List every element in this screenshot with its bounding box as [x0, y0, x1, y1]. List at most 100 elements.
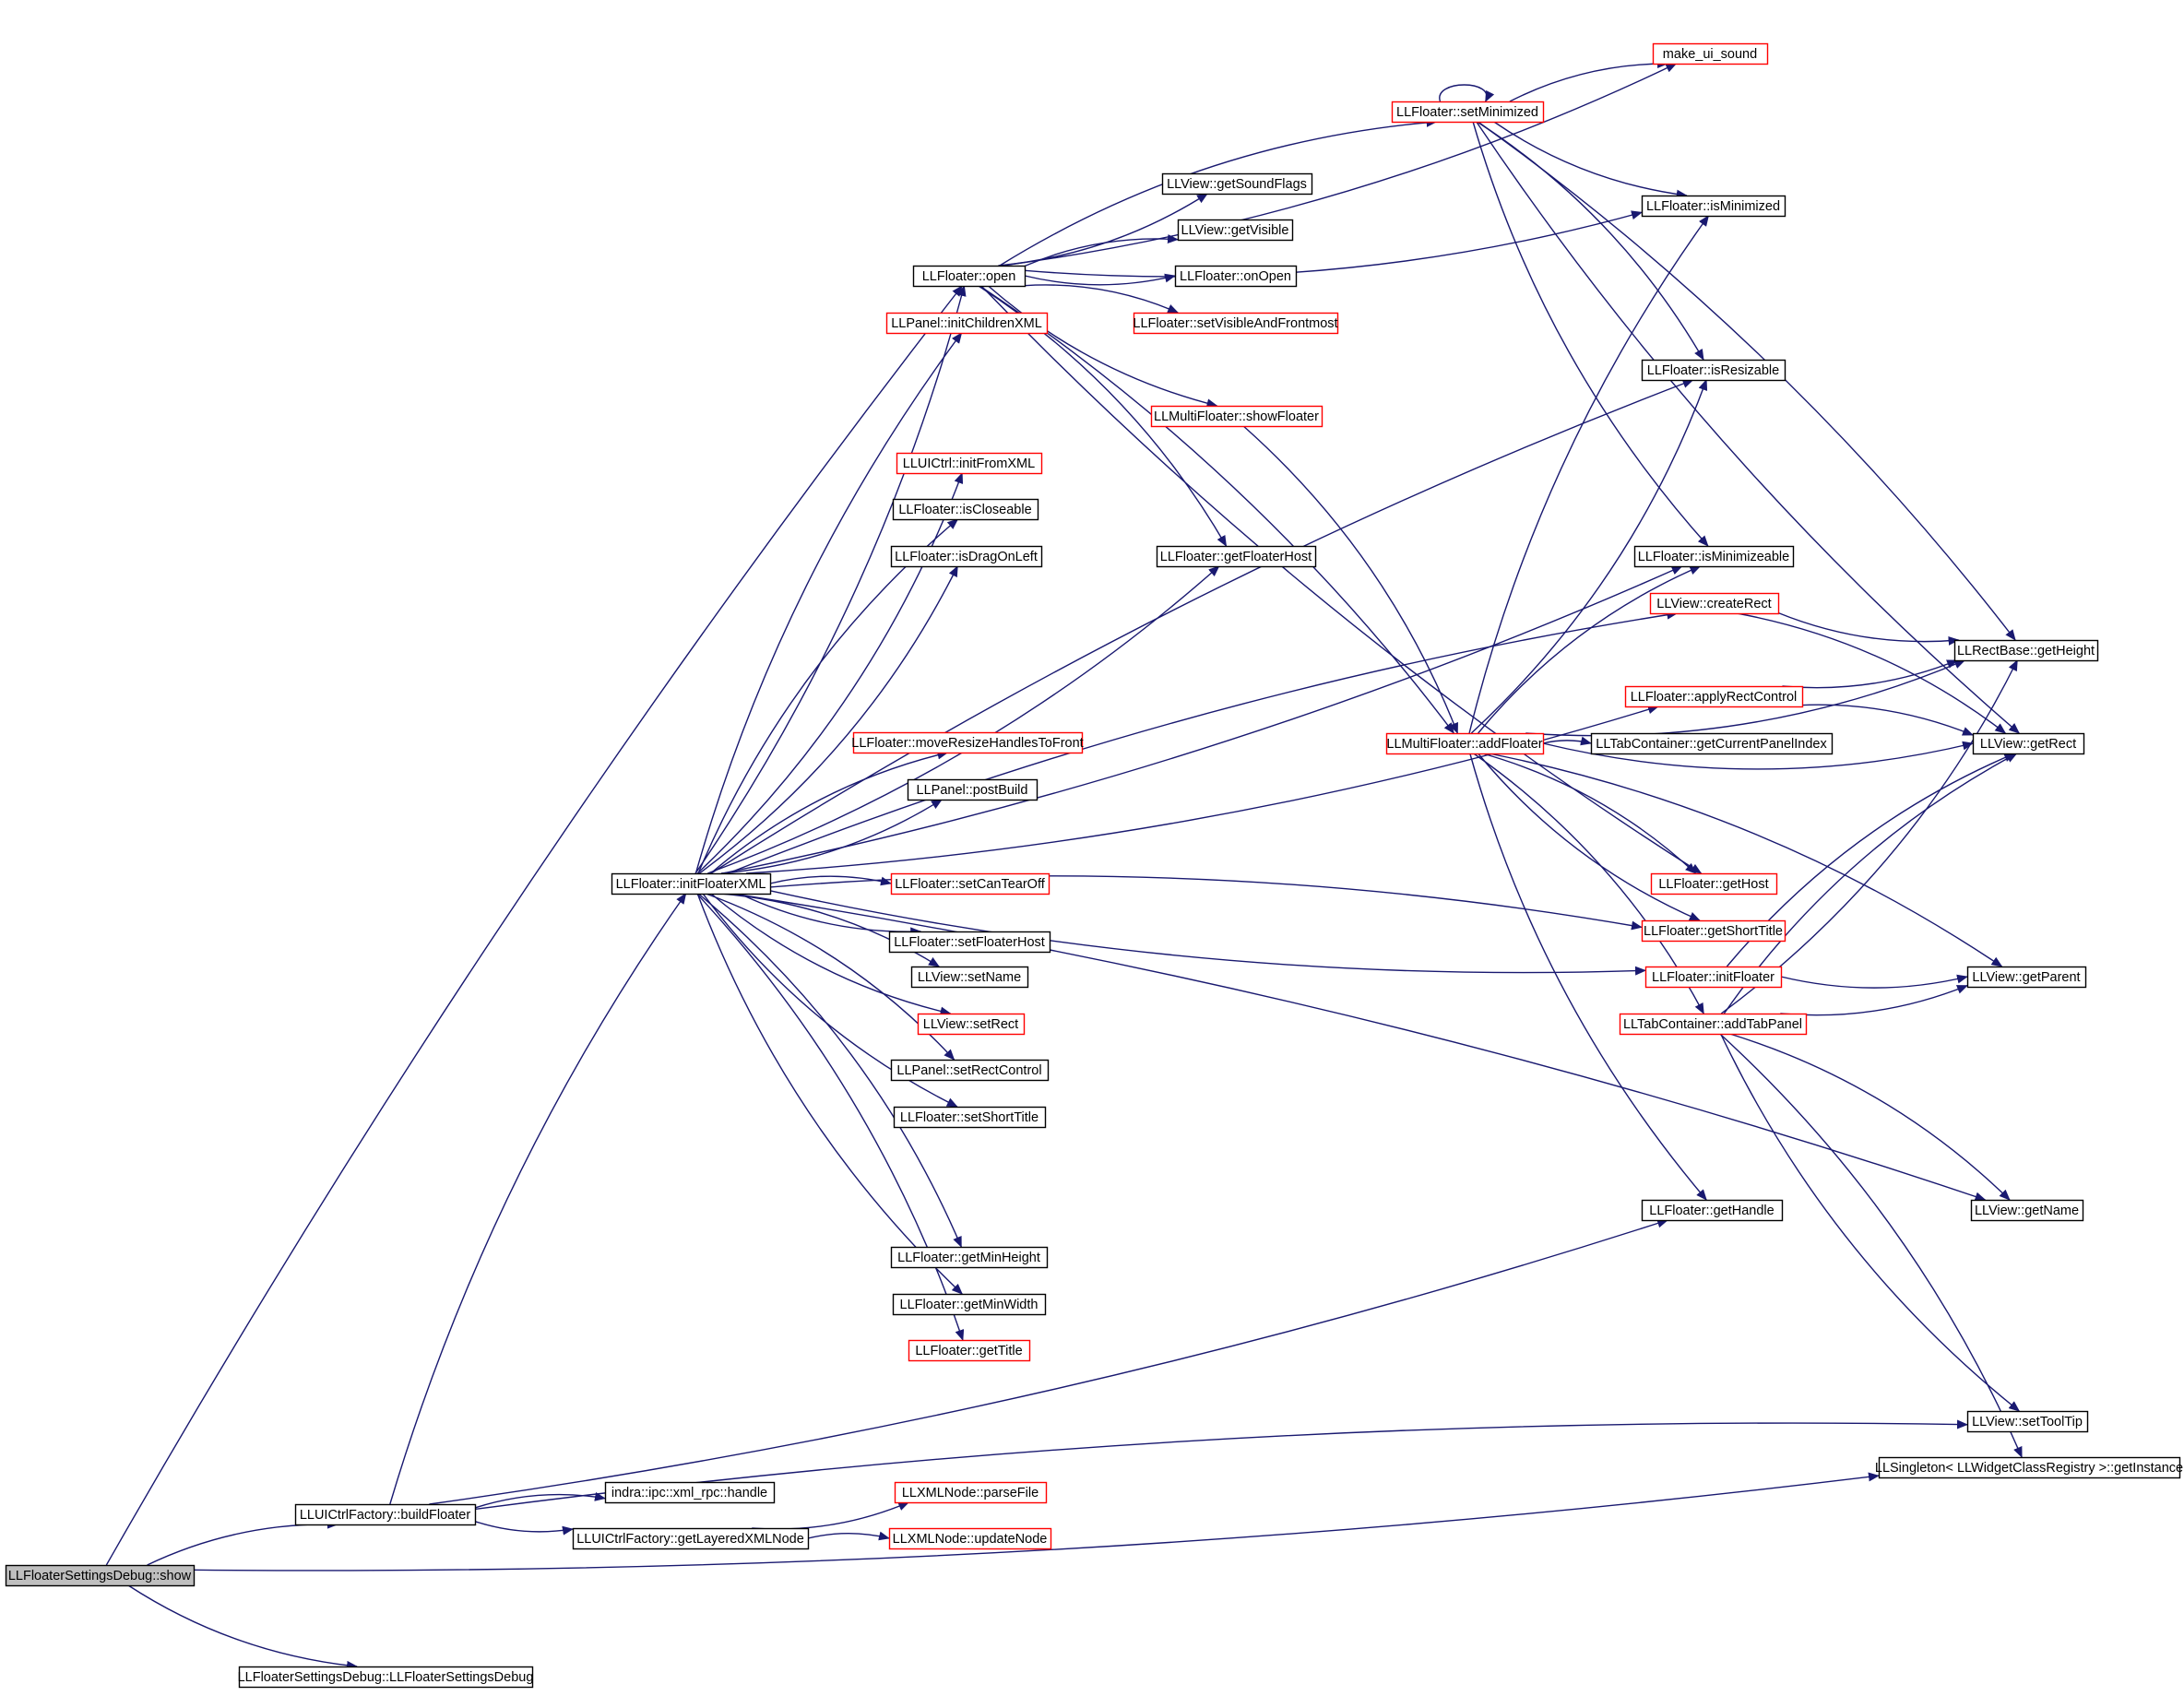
node-label: LLFloater::isDragOnLeft — [895, 550, 1038, 564]
edge-addFloater-to-getShortTitle — [1478, 753, 1701, 921]
edge-addFloater-to-getHeight — [1525, 659, 1966, 737]
node-box — [1641, 919, 1786, 943]
node-box — [1624, 685, 1804, 708]
node-setFloaterHost[interactable]: LLFloater::setFloaterHost — [888, 931, 1051, 954]
node-parseFile[interactable]: LLXMLNode::parseFile — [894, 1481, 1048, 1504]
node-initFloaterXML[interactable]: LLFloater::initFloaterXML — [611, 872, 772, 895]
node-getRect[interactable]: LLView::getRect — [1972, 732, 2085, 755]
node-label: LLFloater::getTitle — [915, 1344, 1022, 1358]
node-label: LLXMLNode::updateNode — [893, 1532, 1048, 1547]
node-label: LLUICtrlFactory::buildFloater — [300, 1508, 471, 1523]
edge-addTabPanel-to-getParent — [1780, 984, 1968, 1016]
node-createRect[interactable]: LLView::createRect — [1649, 592, 1780, 615]
node-getMinWidth[interactable]: LLFloater::getMinWidth — [892, 1293, 1047, 1316]
node-addFloater[interactable]: LLMultiFloater::addFloater — [1385, 732, 1545, 755]
node-isMinimizeable[interactable]: LLFloater::isMinimizeable — [1633, 545, 1795, 568]
node-label: LLPanel::postBuild — [917, 783, 1028, 798]
node-label: LLView::createRect — [1656, 597, 1771, 611]
node-box — [1641, 195, 1786, 218]
node-label: LLFloater::setVisibleAndFrontmost — [1133, 316, 1337, 331]
node-initFloater[interactable]: LLFloater::initFloater — [1644, 966, 1783, 989]
edge-open-to-isMinimized — [1024, 210, 1643, 278]
node-box — [1966, 966, 2087, 989]
node-setRect[interactable]: LLView::setRect — [917, 1013, 1026, 1036]
node-label: LLTabContainer::getCurrentPanelIndex — [1596, 737, 1827, 752]
node-label: make_ui_sound — [1663, 47, 1757, 62]
edge-initFloaterXML-to-open — [694, 285, 967, 874]
node-onOpen[interactable]: LLFloater::onOpen — [1174, 265, 1298, 288]
node-getHost[interactable]: LLFloater::getHost — [1650, 872, 1778, 895]
node-getParent[interactable]: LLView::getParent — [1966, 966, 2087, 989]
node-setToolTip[interactable]: LLView::setToolTip — [1966, 1410, 2089, 1433]
node-getFloaterHost[interactable]: LLFloater::getFloaterHost — [1156, 545, 1317, 568]
node-box — [910, 966, 1029, 989]
node-getSoundFlags[interactable]: LLView::getSoundFlags — [1161, 172, 1313, 196]
node-label: LLSingleton< LLWidgetClassRegistry >::ge… — [1875, 1461, 2183, 1476]
node-isCloseable[interactable]: LLFloater::isCloseable — [892, 498, 1039, 521]
node-initChildrenXML[interactable]: LLPanel::initChildrenXML — [885, 312, 1049, 335]
node-getTitle[interactable]: LLFloater::getTitle — [908, 1339, 1031, 1362]
edge-createRect-to-getHeight — [1777, 611, 1960, 646]
node-applyRectControl[interactable]: LLFloater::applyRectControl — [1624, 685, 1804, 708]
node-moveResize[interactable]: LLFloater::moveResizeHandlesToFront — [851, 731, 1084, 754]
node-open[interactable]: LLFloater::open — [912, 265, 1027, 288]
node-setName[interactable]: LLView::setName — [910, 966, 1029, 989]
edge-createRect-to-getRect — [1737, 612, 2007, 734]
edge-layer — [105, 58, 2023, 1670]
node-show[interactable]: LLFloaterSettingsDebug::show — [5, 1564, 196, 1587]
node-buildFloater[interactable]: LLUICtrlFactory::buildFloater — [294, 1503, 477, 1526]
node-getInstance[interactable]: LLSingleton< LLWidgetClassRegistry >::ge… — [1875, 1456, 2183, 1479]
node-initFromXML[interactable]: LLUICtrl::initFromXML — [896, 452, 1043, 475]
node-label: LLFloater::setShortTitle — [900, 1110, 1039, 1125]
node-isDragOnLeft[interactable]: LLFloater::isDragOnLeft — [890, 545, 1043, 568]
node-box — [1970, 1199, 2084, 1222]
node-updateNode[interactable]: LLXMLNode::updateNode — [888, 1527, 1052, 1550]
node-box — [892, 1293, 1047, 1316]
node-label: LLFloater::initFloater — [1652, 970, 1774, 985]
node-getMinHeight[interactable]: LLFloater::getMinHeight — [890, 1246, 1049, 1269]
node-box — [5, 1564, 196, 1587]
node-showFloater[interactable]: LLMultiFloater::showFloater — [1150, 405, 1323, 428]
node-setShortTitle[interactable]: LLFloater::setShortTitle — [893, 1106, 1047, 1129]
node-box — [890, 545, 1043, 568]
node-getShortTitle[interactable]: LLFloater::getShortTitle — [1641, 919, 1786, 943]
edge-buildFloater-to-getLayered — [474, 1520, 574, 1536]
edge-initFloaterXML-to-getMinWidth — [696, 893, 963, 1295]
node-box — [1953, 639, 2099, 662]
node-postBuild[interactable]: LLPanel::postBuild — [907, 778, 1039, 801]
node-label: LLView::setRect — [923, 1017, 1018, 1032]
edge-initFloaterXML-to-initChildrenXML — [694, 332, 963, 874]
node-box — [238, 1666, 534, 1689]
node-getCurPanelIdx[interactable]: LLTabContainer::getCurrentPanelIndex — [1590, 732, 1834, 755]
node-box — [1619, 1013, 1808, 1036]
node-setVisFront[interactable]: LLFloater::setVisibleAndFrontmost — [1133, 312, 1339, 335]
node-getVisible[interactable]: LLView::getVisible — [1177, 219, 1294, 242]
node-getLayered[interactable]: LLUICtrlFactory::getLayeredXMLNode — [572, 1527, 810, 1550]
node-setMinimized[interactable]: LLFloater::setMinimized — [1391, 101, 1545, 124]
node-label: LLView::getParent — [1972, 970, 2080, 985]
node-setRectControl[interactable]: LLPanel::setRectControl — [890, 1059, 1050, 1082]
node-box — [912, 265, 1027, 288]
node-isResizable[interactable]: LLFloater::isResizable — [1641, 359, 1786, 382]
node-label: LLXMLNode::parseFile — [902, 1486, 1039, 1500]
node-handle[interactable]: indra::ipc::xml_rpc::handle — [604, 1481, 776, 1504]
edge-initFloaterXML-to-getName — [731, 893, 1987, 1202]
node-box — [1133, 312, 1339, 335]
node-label: LLFloater::isResizable — [1647, 363, 1779, 378]
node-label: LLView::setToolTip — [1972, 1415, 2083, 1429]
node-setCanTearOff[interactable]: LLFloater::setCanTearOff — [890, 872, 1050, 895]
node-label: LLFloater::getMinHeight — [897, 1251, 1040, 1265]
node-getHeight[interactable]: LLRectBase::getHeight — [1953, 639, 2099, 662]
node-box — [1161, 172, 1313, 196]
node-addTabPanel[interactable]: LLTabContainer::addTabPanel — [1619, 1013, 1808, 1036]
node-label: LLFloater::moveResizeHandlesToFront — [851, 736, 1083, 751]
node-makeUiSound[interactable]: make_ui_sound — [1652, 42, 1769, 65]
node-label: LLFloater::getShortTitle — [1644, 924, 1783, 939]
node-getName[interactable]: LLView::getName — [1970, 1199, 2084, 1222]
node-box — [888, 931, 1051, 954]
node-ctor[interactable]: LLFloaterSettingsDebug::LLFloaterSetting… — [238, 1666, 534, 1689]
node-label: LLFloater::applyRectControl — [1631, 690, 1798, 705]
node-getHandle[interactable]: LLFloater::getHandle — [1641, 1199, 1784, 1222]
edge-addTabPanel-to-getName — [1729, 1033, 2011, 1201]
node-isMinimized[interactable]: LLFloater::isMinimized — [1641, 195, 1786, 218]
